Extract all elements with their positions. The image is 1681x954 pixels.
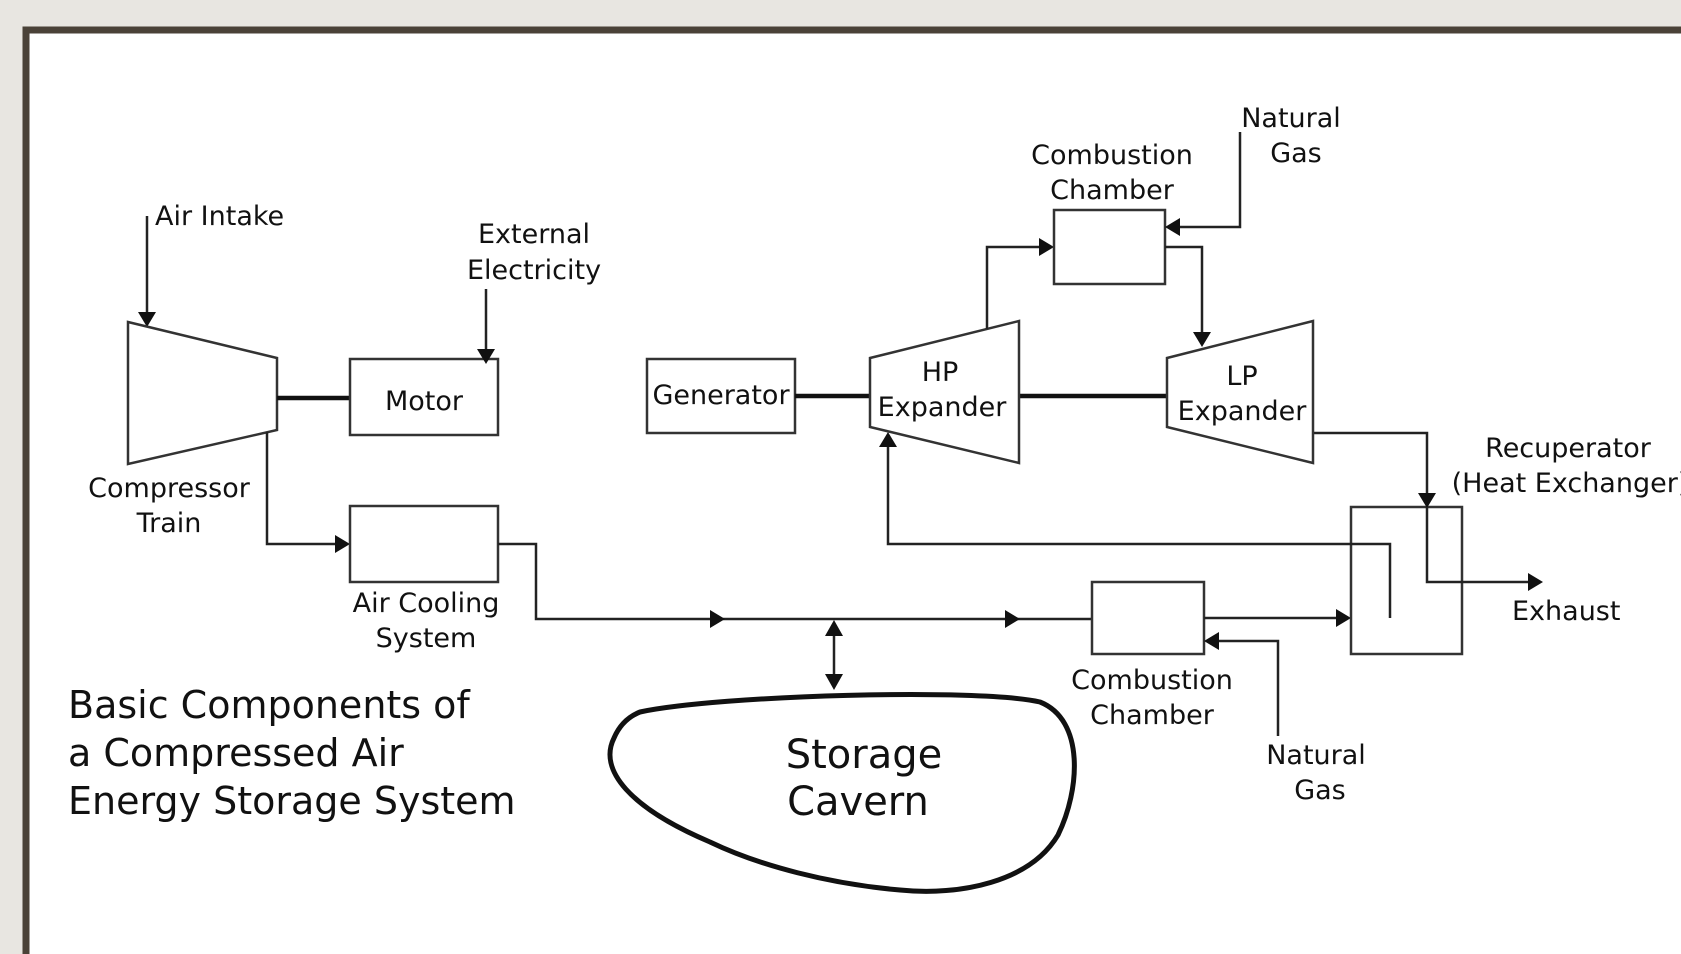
air-cooling-label: Air Cooling System <box>353 588 500 654</box>
diagram-title: Basic Components of a Compressed Air Ene… <box>68 683 516 823</box>
air-intake-label: Air Intake <box>155 201 284 232</box>
air-cooling-box <box>348 504 500 584</box>
exhaust-label: Exhaust <box>1512 596 1620 627</box>
svg-text:(Heat Exchanger): (Heat Exchanger) <box>1452 468 1681 499</box>
title-line-2: a Compressed Air <box>68 731 404 775</box>
lp-expander-label: LP Expander <box>1178 361 1308 427</box>
exhaust-flow <box>1313 431 1543 591</box>
title-line-3: Energy Storage System <box>68 779 516 823</box>
motor-label: Motor <box>385 386 464 417</box>
hp-to-combustion-flow <box>985 238 1054 329</box>
compressor-to-cooling-flow <box>265 432 350 553</box>
natural-gas-top-arrow <box>1165 132 1242 236</box>
svg-text:Natural: Natural <box>1241 103 1341 134</box>
combustion-to-recuperator-flow <box>1204 609 1351 627</box>
external-electricity-arrow <box>477 289 495 364</box>
combustion-chamber-top <box>1052 208 1167 286</box>
svg-text:Storage: Storage <box>786 732 943 778</box>
recuperator-to-hp-flow <box>879 432 1392 618</box>
svg-text:Air Cooling: Air Cooling <box>353 588 500 619</box>
svg-text:LP: LP <box>1226 361 1257 392</box>
hp-expander-label: HP Expander <box>878 357 1008 423</box>
recuperator-label: Recuperator (Heat Exchanger) <box>1452 433 1681 499</box>
natural-gas-top-label: Natural Gas <box>1241 103 1341 169</box>
natural-gas-bottom-label: Natural Gas <box>1266 740 1366 806</box>
svg-text:Expander: Expander <box>1178 396 1308 427</box>
svg-text:HP: HP <box>922 357 959 388</box>
hp-expander <box>868 319 1021 465</box>
svg-text:Train: Train <box>136 508 202 539</box>
compressor-label: Compressor Train <box>88 473 251 539</box>
external-electricity-label: External Electricity <box>467 219 601 286</box>
svg-text:Gas: Gas <box>1270 138 1322 169</box>
svg-text:Chamber: Chamber <box>1050 175 1175 206</box>
generator-box <box>645 357 797 435</box>
svg-text:Gas: Gas <box>1294 775 1346 806</box>
svg-text:Compressor: Compressor <box>88 473 251 504</box>
svg-text:Chamber: Chamber <box>1090 700 1215 731</box>
svg-text:Natural: Natural <box>1266 740 1366 771</box>
combustion-top-label: Combustion Chamber <box>1031 140 1193 206</box>
lp-expander <box>1165 319 1315 465</box>
svg-text:External: External <box>478 219 590 250</box>
svg-text:Recuperator: Recuperator <box>1485 433 1652 464</box>
motor-box <box>348 357 500 437</box>
compressor-train <box>126 320 279 466</box>
svg-text:Combustion: Combustion <box>1071 665 1233 696</box>
svg-text:System: System <box>376 623 477 654</box>
generator-label: Generator <box>652 380 790 411</box>
natural-gas-bottom-arrow <box>1204 632 1280 736</box>
combustion-chamber-bottom <box>1090 580 1206 656</box>
title-line-1: Basic Components of <box>68 683 471 727</box>
svg-text:Combustion: Combustion <box>1031 140 1193 171</box>
svg-text:Electricity: Electricity <box>467 255 601 286</box>
combustion-to-lp-flow <box>1165 245 1211 347</box>
recuperator-box <box>1349 505 1464 656</box>
svg-text:Expander: Expander <box>878 392 1008 423</box>
storage-cavern <box>607 692 1077 894</box>
main-air-line <box>498 542 1092 628</box>
storage-cavern-label: Storage Cavern <box>786 732 943 825</box>
air-intake-arrow <box>138 216 156 327</box>
combustion-bottom-label: Combustion Chamber <box>1071 665 1233 731</box>
svg-text:Cavern: Cavern <box>787 779 929 825</box>
cavern-link-arrow <box>825 620 843 690</box>
